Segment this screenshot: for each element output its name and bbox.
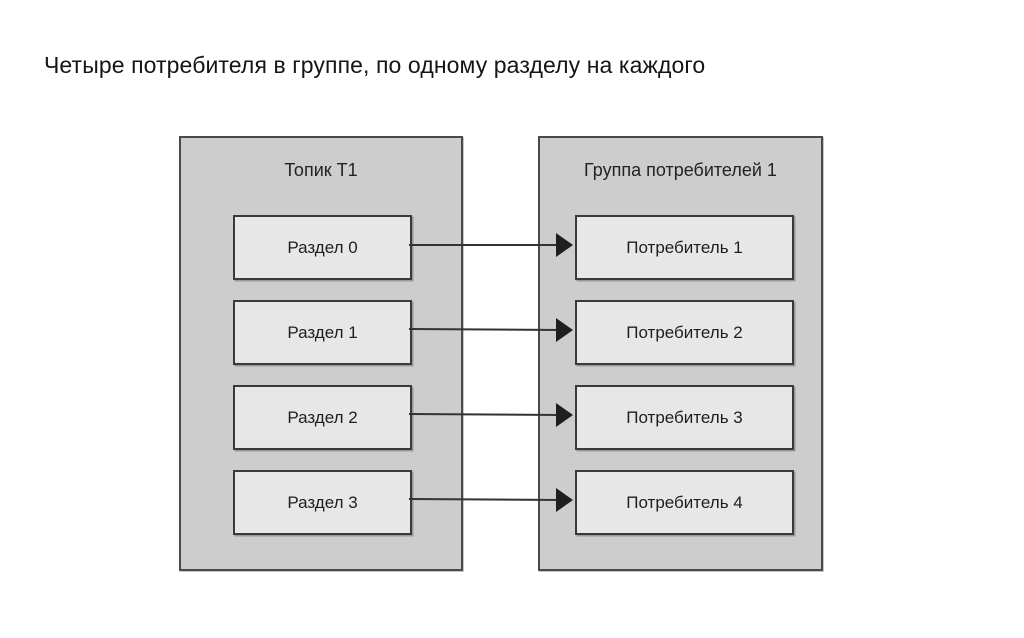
consumer-box-3[interactable]: Потребитель 4 [575,470,794,535]
consumer-group-panel: Группа потребителей 1 Потребитель 1 Потр… [538,136,823,571]
topic-panel: Топик T1 Раздел 0 Раздел 1 Раздел 2 Разд… [179,136,463,571]
consumer-box-1[interactable]: Потребитель 2 [575,300,794,365]
consumer-box-2[interactable]: Потребитель 3 [575,385,794,450]
partition-box-1[interactable]: Раздел 1 [233,300,412,365]
partition-box-2[interactable]: Раздел 2 [233,385,412,450]
topic-panel-header: Топик T1 [284,160,358,180]
consumer-group-panel-header: Группа потребителей 1 [584,160,777,180]
consumer-box-0[interactable]: Потребитель 1 [575,215,794,280]
partition-box-3[interactable]: Раздел 3 [233,470,412,535]
partition-box-0[interactable]: Раздел 0 [233,215,412,280]
page-title: Четыре потребителя в группе, по одному р… [44,52,706,78]
